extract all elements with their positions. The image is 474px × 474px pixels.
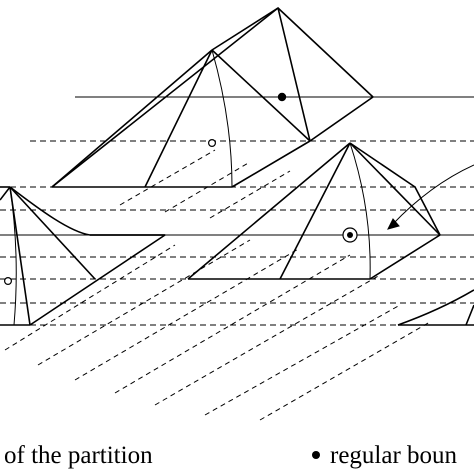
legend-partition-label: of the partition bbox=[4, 442, 153, 469]
legend-bullet-icon bbox=[312, 451, 320, 459]
dashed-horizontal-lines bbox=[0, 140, 474, 326]
solid-horizontal-lines bbox=[0, 96, 474, 236]
pointer-arrow bbox=[387, 164, 474, 230]
pyramid-top bbox=[51, 7, 374, 188]
open-point-marker bbox=[208, 139, 217, 148]
open-point-marker bbox=[3, 277, 13, 286]
legend-regular-boundary-label: regular boun bbox=[330, 442, 458, 469]
regular-boundary-point-marker bbox=[277, 92, 287, 102]
encircled-point-marker bbox=[342, 227, 358, 243]
pyramid-left bbox=[0, 186, 166, 326]
pyramid-right bbox=[187, 142, 441, 280]
dashed-diagonal-lines bbox=[4, 149, 431, 421]
pyramid-bottom-right bbox=[397, 289, 474, 326]
